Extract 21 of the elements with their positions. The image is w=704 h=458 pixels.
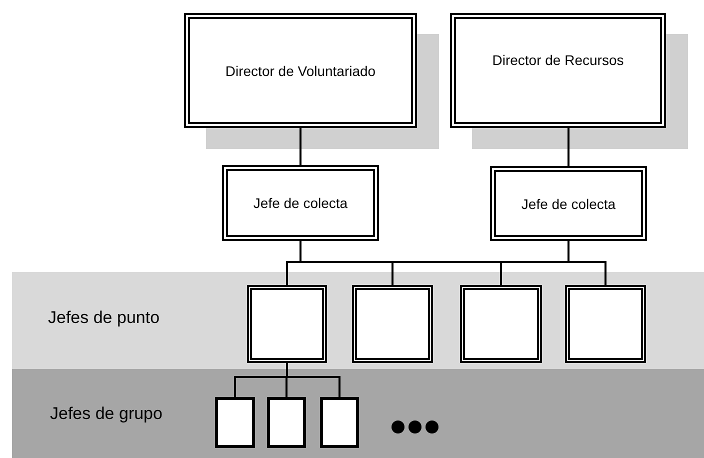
org-box	[490, 166, 647, 241]
org-box	[247, 285, 327, 363]
level-label: Jefes de punto	[48, 308, 160, 328]
org-box	[184, 13, 417, 128]
role-label: Jefe de colecta	[521, 196, 616, 212]
org-box	[352, 285, 433, 363]
role-label: Jefe de colecta	[253, 195, 348, 211]
connector-line	[568, 128, 570, 166]
role-label: Director de Recursos	[492, 52, 624, 68]
org-box	[222, 165, 379, 241]
org-box	[320, 397, 359, 448]
role-label: Director de Voluntariado	[225, 62, 376, 78]
org-box	[215, 397, 255, 448]
level-label: Jefes de grupo	[50, 404, 162, 424]
connector-line	[300, 128, 302, 165]
org-box	[565, 285, 646, 363]
org-box	[267, 397, 306, 448]
level-band	[12, 272, 704, 369]
level-band	[12, 369, 704, 458]
org-box	[450, 13, 666, 128]
org-box	[460, 285, 542, 363]
